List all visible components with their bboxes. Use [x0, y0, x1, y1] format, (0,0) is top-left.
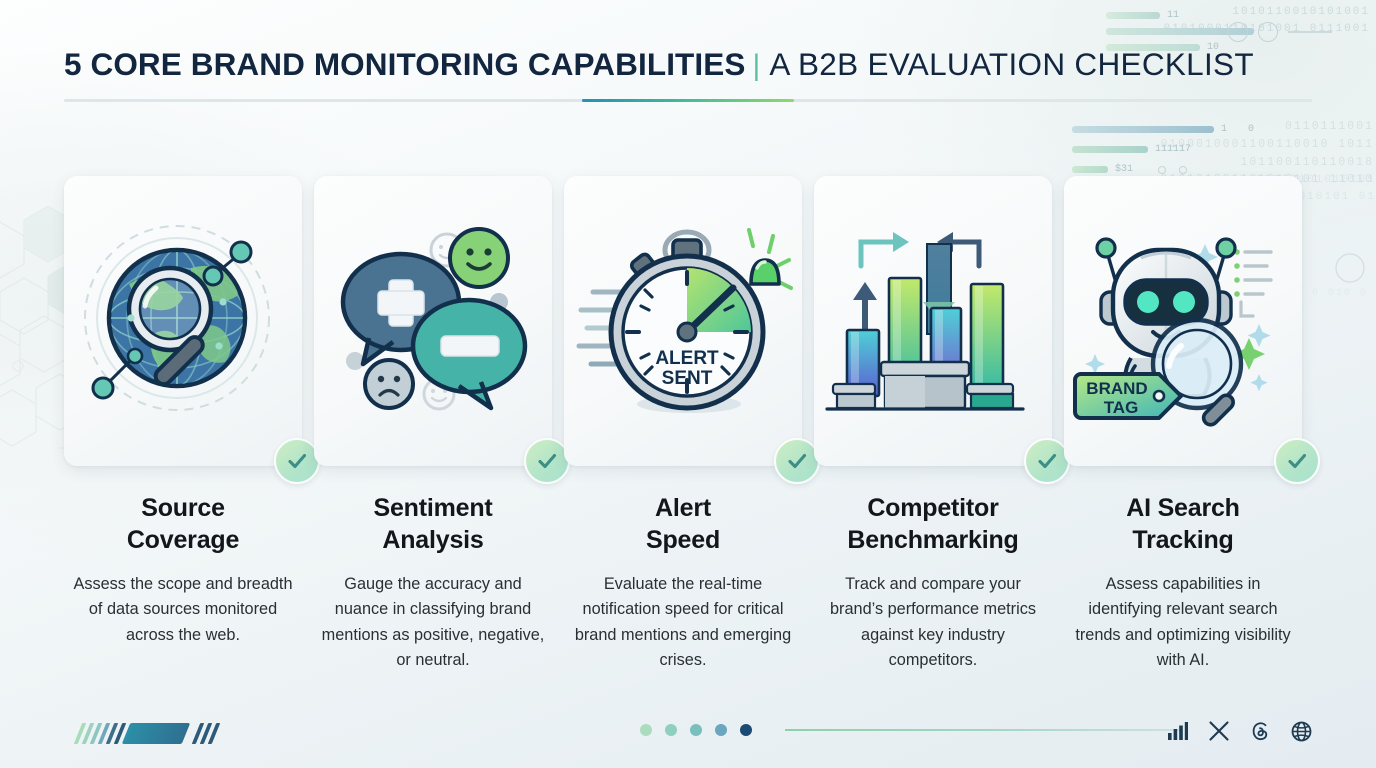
pagination-dot-active[interactable] — [740, 724, 752, 736]
ring-outline-icon — [1228, 22, 1248, 42]
check-icon — [1288, 453, 1307, 469]
binary-decor-low: 0 010 0 — [1311, 288, 1368, 299]
globe-icon[interactable] — [1290, 720, 1312, 742]
threads-icon[interactable] — [1249, 720, 1271, 742]
line-decor — [1288, 31, 1332, 33]
card-description: Assess capabilities in identifying relev… — [1075, 575, 1291, 670]
binary-decor-top: 1010110010101001 0101000110101001 011100… — [1163, 6, 1370, 36]
capability-cards-row: Source Coverage Assess the scope and bre… — [64, 176, 1320, 674]
capability-card-source-coverage[interactable]: Source Coverage Assess the scope and bre… — [64, 176, 320, 674]
globe-magnifier-icon — [84, 225, 270, 411]
card-title-line2: Speed — [645, 525, 721, 554]
capability-card-competitor-benchmarking[interactable]: Competitor Benchmarking Track and compar… — [814, 176, 1070, 674]
check-icon — [538, 453, 557, 469]
capability-card-ai-search-tracking[interactable]: BRAND TAG AI Search Tracking Assess capa… — [1064, 176, 1320, 674]
check-icon — [1038, 453, 1057, 469]
card-surface[interactable]: ALERT SENT — [564, 176, 820, 484]
footer-slashes-decor — [73, 722, 221, 744]
bar-chart-podium-icon — [825, 232, 1025, 411]
pagination-dot[interactable] — [715, 724, 727, 736]
stopwatch-alert-icon: ALERT SENT — [576, 228, 793, 413]
card-illustration — [814, 176, 1052, 466]
page-header: 5 CORE BRAND MONITORING CAPABILITIES|A B… — [64, 46, 1312, 82]
card-illustration: ALERT SENT — [564, 176, 802, 466]
ring-outline-icon — [1258, 22, 1278, 42]
card-illustration — [314, 176, 552, 466]
check-icon — [788, 453, 807, 469]
card-title-line2: Analysis — [382, 525, 484, 554]
title-separator: | — [752, 49, 761, 82]
social-links[interactable] — [1167, 720, 1312, 742]
stopwatch-label-line2: SENT — [662, 368, 713, 389]
card-description: Evaluate the real-time notification spee… — [574, 575, 792, 670]
pagination-dot[interactable] — [640, 724, 652, 736]
capability-card-sentiment-analysis[interactable]: Sentiment Analysis Gauge the accuracy an… — [314, 176, 570, 674]
card-title: Source Coverage — [126, 493, 240, 556]
card-illustration: BRAND TAG — [1064, 176, 1302, 466]
dot-decor — [1214, 30, 1218, 34]
page-title: 5 CORE BRAND MONITORING CAPABILITIES|A B… — [64, 46, 1312, 82]
card-title-line1: Sentiment — [373, 494, 493, 522]
card-title-line2: Benchmarking — [847, 525, 1019, 554]
card-title: Competitor Benchmarking — [847, 493, 1018, 556]
pagination-dot[interactable] — [665, 724, 677, 736]
stopwatch-label-line1: ALERT — [655, 348, 719, 369]
card-description: Gauge the accuracy and nuance in classif… — [321, 575, 545, 670]
card-title-line2: Tracking — [1132, 525, 1234, 554]
card-title: AI Search Tracking — [1126, 493, 1240, 556]
card-surface[interactable] — [814, 176, 1070, 484]
pagination-dots[interactable] — [640, 724, 1181, 736]
x-twitter-icon[interactable] — [1208, 720, 1230, 742]
card-surface[interactable] — [314, 176, 570, 484]
title-underline-accent — [581, 99, 795, 102]
status-badge — [524, 438, 570, 484]
card-description: Assess the scope and breadth of data sou… — [73, 575, 293, 644]
card-title-line1: Alert — [655, 494, 711, 522]
check-icon — [288, 453, 307, 469]
sentiment-speech-bubbles-icon — [340, 227, 528, 411]
brand-tag-label-line2: TAG — [1104, 398, 1139, 417]
circle-decor-right — [1335, 253, 1365, 283]
card-title-line1: Source — [141, 494, 225, 522]
card-surface[interactable] — [64, 176, 320, 484]
card-title-line1: Competitor — [867, 494, 999, 522]
status-badge — [774, 438, 820, 484]
brand-tag-label-line1: BRAND — [1086, 379, 1147, 398]
pagination-dot[interactable] — [690, 724, 702, 736]
capability-card-alert-speed[interactable]: ALERT SENT Alert — [564, 176, 820, 674]
title-underline — [64, 99, 1312, 102]
card-title-line1: AI Search — [1126, 494, 1240, 522]
card-title: Sentiment Analysis — [373, 493, 492, 556]
footer-slab-decor — [121, 722, 191, 744]
card-title-line2: Coverage — [126, 525, 240, 554]
ai-robot-magnifier-icon: BRAND TAG — [1073, 237, 1273, 427]
analytics-bars-icon[interactable] — [1167, 720, 1189, 742]
card-title: Alert Speed — [646, 493, 720, 556]
card-illustration — [64, 176, 302, 466]
page-title-bold: 5 CORE BRAND MONITORING CAPABILITIES — [64, 46, 746, 82]
status-badge — [1274, 438, 1320, 484]
footer-line-decor — [785, 729, 1181, 731]
card-description: Track and compare your brand’s performan… — [829, 575, 1036, 670]
card-surface[interactable]: BRAND TAG — [1064, 176, 1320, 484]
page-title-subtitle: A B2B EVALUATION CHECKLIST — [769, 46, 1254, 82]
ring-decor-top — [1214, 22, 1332, 42]
